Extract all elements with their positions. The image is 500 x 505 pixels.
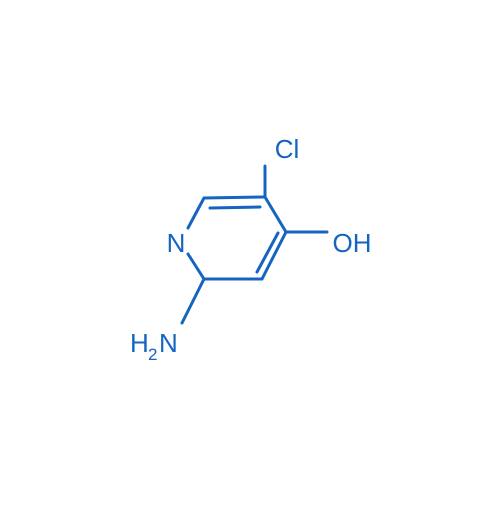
amino-nitrogen-label: N	[159, 328, 178, 358]
bond-c6-c5	[202, 195, 267, 200]
chlorine-label: Cl	[275, 134, 300, 164]
ring-nitrogen-label: N	[167, 228, 186, 258]
amino-group-label: H 2 N	[130, 328, 178, 364]
amino-hydrogen-label: H	[130, 328, 149, 358]
bond-c6-n1	[186, 196, 206, 230]
amino-hydrogen-count: 2	[148, 345, 157, 364]
bond-c5-c4	[263, 195, 288, 234]
bonds	[180, 164, 329, 325]
bond-c6-c5-inner	[208, 205, 262, 210]
bond-c2-nh2	[180, 277, 206, 325]
bond-c4-c3	[260, 230, 288, 281]
bond-c2-n1	[186, 252, 206, 281]
bond-c4-c3-inner	[255, 231, 280, 274]
hydroxyl-label: OH	[333, 228, 372, 258]
